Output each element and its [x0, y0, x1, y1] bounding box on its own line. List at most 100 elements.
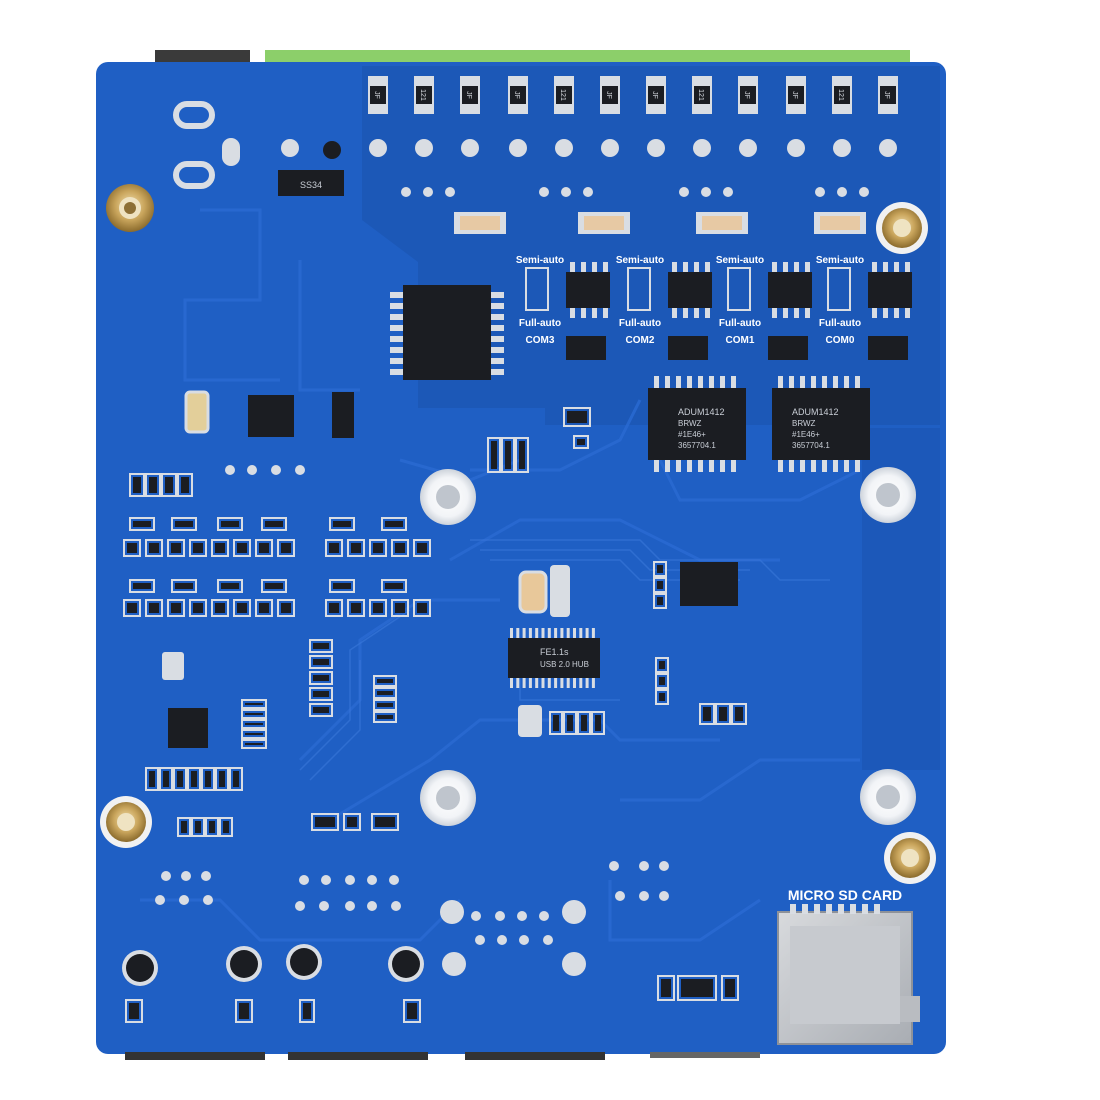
- smd-component: [325, 539, 343, 557]
- smd-component: [413, 539, 431, 557]
- fuse-marking: 121: [697, 89, 704, 101]
- svg-text:#1E46+: #1E46+: [678, 430, 706, 439]
- via: [203, 895, 213, 905]
- smd-component: [343, 813, 361, 831]
- smd-component: [373, 675, 397, 687]
- smd-component: [731, 703, 747, 725]
- via: [295, 465, 305, 475]
- chip-soic8-left: [248, 395, 294, 437]
- com-port-label: COM3: [526, 335, 555, 346]
- via: [497, 935, 507, 945]
- smd-component: [699, 703, 715, 725]
- smd-component: [229, 767, 243, 791]
- smd-component: [235, 999, 253, 1023]
- smd-component: [501, 437, 515, 473]
- chip-sot: [768, 336, 808, 360]
- mounting-hole: [420, 770, 476, 826]
- smd-component: [653, 577, 667, 593]
- smd-component: [173, 767, 187, 791]
- jumper-label-semi-auto: Semi-auto: [516, 255, 564, 266]
- fuse-marking: 121: [419, 89, 426, 101]
- chip-transceiver: [768, 272, 812, 308]
- fuse-marking: JF: [791, 91, 798, 99]
- smd-component: [657, 975, 675, 1001]
- smd-component: [373, 711, 397, 723]
- svg-text:#1E46+: #1E46+: [792, 430, 820, 439]
- jumper-pads: [627, 267, 651, 311]
- chip-isolator-b: ADUM1412 BRWZ #1E46+ 3657704.1: [772, 388, 870, 460]
- through-hole-pad: [440, 900, 464, 924]
- fuse-marking: 121: [559, 89, 566, 101]
- chip-transceiver: [668, 272, 712, 308]
- fuse-marking: JF: [651, 91, 658, 99]
- smd-component: [577, 711, 591, 735]
- pad: [369, 139, 387, 157]
- via: [155, 895, 165, 905]
- fuse-marking: JF: [513, 91, 520, 99]
- smd-component: [177, 817, 191, 837]
- pad: [879, 139, 897, 157]
- smd-component: [233, 539, 251, 557]
- smd-component: [655, 689, 669, 705]
- smd-component: [189, 599, 207, 617]
- smd-component: [347, 599, 365, 617]
- pad: [787, 139, 805, 157]
- chip-qfn: [168, 708, 208, 748]
- chip-transceiver: [868, 272, 912, 308]
- com-port-label: COM2: [626, 335, 655, 346]
- smd-component: [573, 435, 589, 449]
- via: [319, 901, 329, 911]
- micro-sd-label: MICRO SD CARD: [788, 887, 902, 903]
- fuse-marking: JF: [743, 91, 750, 99]
- brass-standoff-top-right: [876, 202, 928, 254]
- smd-component: [233, 599, 251, 617]
- svg-text:ADUM1412: ADUM1412: [678, 407, 725, 417]
- via: [367, 875, 377, 885]
- via: [837, 187, 847, 197]
- smd-component: [219, 817, 233, 837]
- fuse-marking: JF: [465, 91, 472, 99]
- smd-component: [309, 655, 333, 669]
- jumper-label-semi-auto: Semi-auto: [616, 255, 664, 266]
- smd-component: [191, 817, 205, 837]
- mounting-hole: [420, 469, 476, 525]
- via: [321, 875, 331, 885]
- via: [639, 861, 649, 871]
- via: [445, 187, 455, 197]
- smd-component: [413, 599, 431, 617]
- via: [815, 187, 825, 197]
- pad: [555, 139, 573, 157]
- via: [471, 911, 481, 921]
- smd-component: [215, 767, 229, 791]
- brass-standoff-bottom-right: [884, 832, 936, 884]
- smd-component: [309, 687, 333, 701]
- via: [609, 861, 619, 871]
- through-hole-pad: [562, 900, 586, 924]
- chip-sot: [868, 336, 908, 360]
- via: [401, 187, 411, 197]
- smd-component: [145, 599, 163, 617]
- jumper-pads: [525, 267, 549, 311]
- via: [701, 187, 711, 197]
- smd-component: [347, 539, 365, 557]
- pad: [647, 139, 665, 157]
- smd-component: [167, 539, 185, 557]
- smd-component: [125, 999, 143, 1023]
- smd-component: [241, 699, 267, 709]
- com-port-label: COM1: [726, 335, 755, 346]
- smd-component: [653, 561, 667, 577]
- pad: [601, 139, 619, 157]
- via: [475, 935, 485, 945]
- chip-sot: [566, 336, 606, 360]
- smd-component: [515, 437, 529, 473]
- smd-component: [381, 579, 407, 593]
- via: [295, 901, 305, 911]
- smd-component: [653, 593, 667, 609]
- through-hole-pad: [442, 952, 466, 976]
- via: [161, 871, 171, 881]
- smd-component: [721, 975, 739, 1001]
- via: [389, 875, 399, 885]
- svg-text:FE1.1s: FE1.1s: [540, 647, 569, 657]
